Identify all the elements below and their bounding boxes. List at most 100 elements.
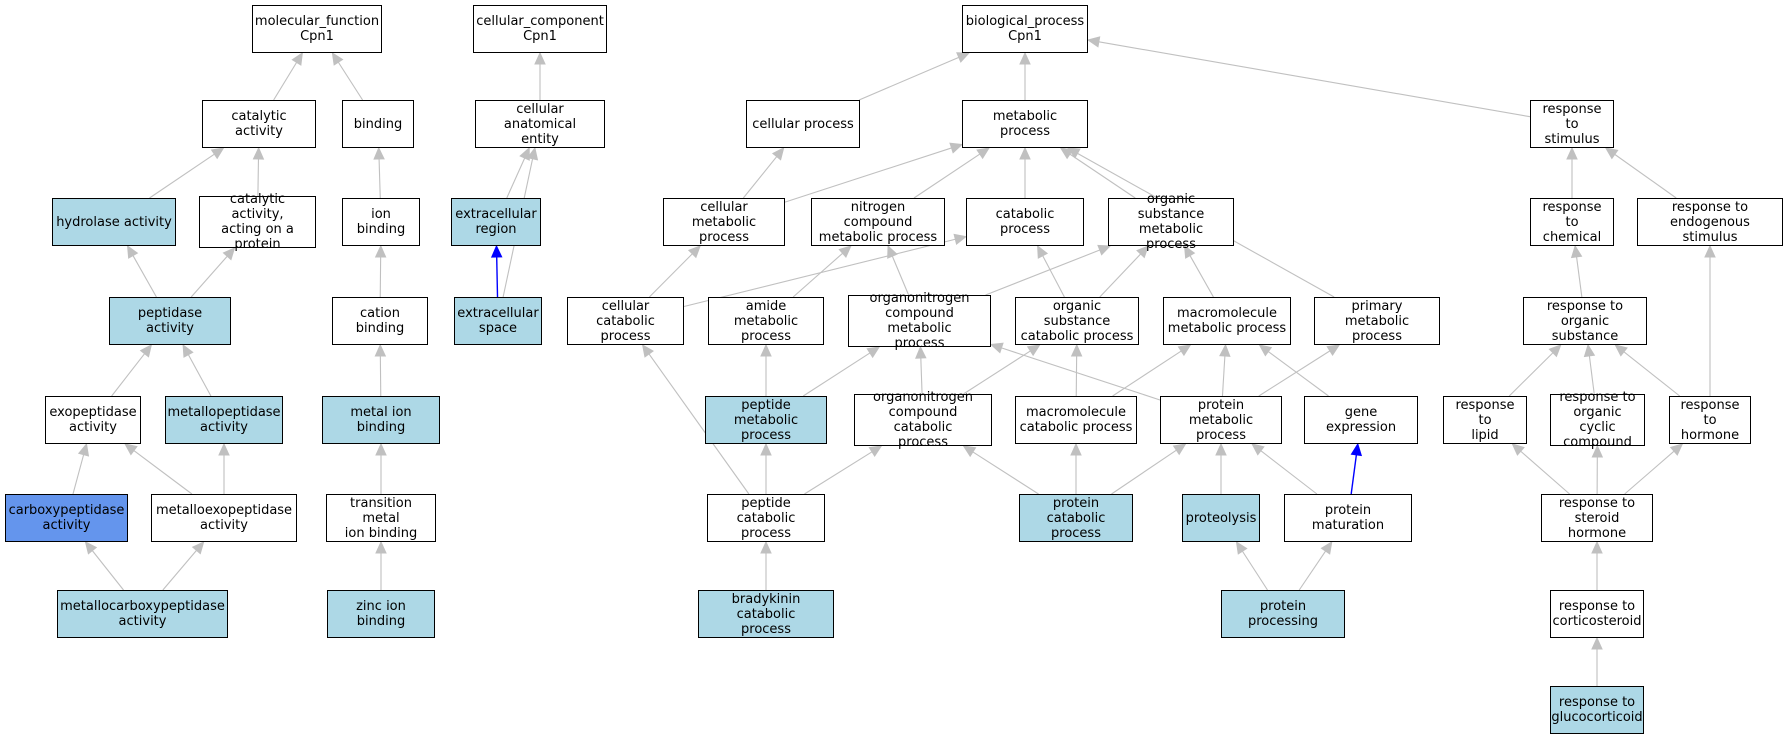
node-biological-process-root: biological_process Cpn1 — [962, 5, 1088, 53]
arrowhead-cell_catab-to-cell_metab — [687, 245, 701, 259]
arrowhead-resp_steroid-to-resp_org_cyclic — [1591, 444, 1604, 458]
node-proteolysis: proteolysis — [1182, 494, 1260, 542]
edge-peptide_catab-to-cell_catab — [648, 353, 750, 495]
arrowhead-resp_cortico-to-resp_steroid — [1591, 540, 1603, 554]
edge-peptidase-to-hydrolase — [132, 255, 157, 298]
edge-org_sub_metab-to-metab_proc — [1069, 153, 1136, 199]
node-extracellular-space: extracellular space — [454, 297, 542, 345]
arrowhead-extra_space-to-cell_anat — [526, 146, 539, 161]
arrowhead-protein_catab-to-macro_catab — [1070, 442, 1082, 456]
node-bradykinin-catabolic-process: bradykinin catabolic process — [698, 590, 834, 638]
arrowhead-transition_metal-to-metal_ion — [375, 442, 387, 456]
node-response-to-stimulus: response to stimulus — [1530, 100, 1614, 148]
arrowhead-org_sub_catab-to-catab_proc — [1037, 244, 1049, 259]
arrowhead-resp_stim-to-bp_root — [1086, 36, 1101, 48]
edge-resp_endo-to-resp_stim — [1614, 153, 1677, 199]
arrowhead-resp_lipid-to-resp_org_sub — [1548, 344, 1562, 358]
node-molecular-function-root: molecular_function Cpn1 — [252, 5, 382, 53]
edge-macro_metab-to-org_sub_metab — [1189, 255, 1214, 298]
arrowhead-protein_catab-to-organonitro_catab — [962, 445, 977, 458]
node-cation-binding: cation binding — [332, 297, 428, 345]
node-peptidase-activity: peptidase activity — [109, 297, 231, 345]
edge-organonitro_metab-to-org_sub_metab — [985, 249, 1100, 296]
edge-cat_prot-to-cat_act — [257, 158, 260, 197]
arrowhead-resp_endo-to-resp_stim — [1604, 147, 1619, 160]
node-response-to-glucocorticoid: response to glucocorticoid — [1550, 686, 1644, 734]
node-protein-catabolic-process: protein catabolic process — [1019, 494, 1133, 542]
node-metal-ion-binding: metal ion binding — [322, 396, 440, 444]
edge-resp_lipid-to-resp_org_sub — [1508, 352, 1554, 397]
arrowhead-organonitro_metab-to-org_sub_metab — [1097, 244, 1112, 256]
node-hydrolase-activity: hydrolase activity — [52, 198, 176, 246]
node-exopeptidase-activity: exopeptidase activity — [45, 396, 141, 444]
arrowhead-hydrolase-to-cat_act — [210, 147, 225, 160]
arrowhead-cation_binding-to-ion_binding — [374, 244, 387, 258]
arrowhead-metal_ion-to-cation_binding — [374, 343, 387, 357]
arrowhead-metallopeptidase-to-peptidase — [182, 343, 194, 358]
edge-org_sub_catab-to-catab_proc — [1042, 255, 1065, 298]
arrowhead-protein_proc-to-proteolysis — [1235, 540, 1248, 555]
arrowhead-peptide_metab-to-amide_metab — [760, 343, 772, 357]
arrowhead-protein_metab-to-organonitro_metab — [989, 342, 1004, 354]
edge-peptide_metab-to-organonitro_metab — [802, 352, 871, 397]
arrowhead-zinc-to-transition_metal — [375, 540, 387, 554]
node-organic-substance-catabolic-process: organic substance catabolic process — [1015, 297, 1139, 345]
node-peptide-metabolic-process: peptide metabolic process — [705, 396, 827, 444]
arrowhead-resp_hormone-to-resp_org_sub — [1614, 344, 1628, 357]
node-response-to-endogenous-stimulus: response to endogenous stimulus — [1637, 198, 1783, 246]
edge-gene_expr-to-macro_metab — [1268, 351, 1329, 397]
arrowhead-extra_space-to-extra_region — [490, 244, 503, 258]
edge-nitro_metab-to-metab_proc — [913, 153, 981, 199]
edge-ion_binding-to-binding — [378, 158, 381, 199]
node-catabolic-process: catabolic process — [966, 198, 1084, 246]
arrowhead-macro_catab-to-org_sub_catab — [1070, 343, 1083, 357]
node-protein-processing: protein processing — [1221, 590, 1345, 638]
node-metallopeptidase-activity: metallopeptidase activity — [165, 396, 283, 444]
edge-org_sub_catab-to-org_sub_metab — [1099, 253, 1142, 298]
node-nitrogen-compound-metabolic-process: nitrogen compound metabolic process — [811, 198, 945, 246]
arrowhead-carboxypeptidase-to-exopeptidase — [77, 442, 90, 457]
edge-hydrolase-to-cat_act — [149, 153, 215, 199]
arrowhead-primary_metab-to-metab_proc — [1066, 147, 1081, 159]
node-response-to-chemical: response to chemical — [1530, 198, 1614, 246]
node-peptide-catabolic-process: peptide catabolic process — [707, 494, 825, 542]
arrowhead-organonitro_catab-to-org_sub_catab — [1026, 344, 1041, 357]
arrowhead-protein_proc-to-protein_mat — [1320, 540, 1333, 555]
edge-organonitro_catab-to-org_sub_catab — [963, 350, 1031, 395]
edge-extra_region-to-cell_anat — [506, 157, 526, 199]
arrowhead-resp_org_cyclic-to-resp_org_sub — [1583, 343, 1596, 358]
edge-amide_metab-to-nitro_metab — [792, 252, 843, 298]
node-cellular-metabolic-process: cellular metabolic process — [663, 198, 785, 246]
edge-resp_org_cyclic-to-resp_org_sub — [1588, 355, 1595, 395]
edge-binding-to-mf_root — [337, 61, 364, 101]
node-response-to-lipid: response to lipid — [1443, 396, 1527, 444]
arrowhead-amide_metab-to-nitro_metab — [838, 245, 852, 258]
node-zinc-ion-binding: zinc ion binding — [327, 590, 435, 638]
edge-protein_mat-to-protein_metab — [1260, 450, 1318, 495]
edge-exopeptidase-to-peptidase — [111, 353, 146, 397]
node-response-to-hormone: response to hormone — [1669, 396, 1751, 444]
arrowhead-protein_mat-to-gene_expr — [1350, 442, 1363, 457]
edge-resp_hormone-to-resp_org_sub — [1623, 351, 1681, 397]
arrowhead-exopeptidase-to-peptidase — [139, 344, 153, 358]
arrowhead-metab_proc-to-bp_root — [1019, 51, 1031, 65]
arrowhead-protein_metab-to-primary_metab — [1326, 344, 1341, 357]
node-metallocarboxypeptidase-activity: metallocarboxypeptidase activity — [57, 590, 228, 638]
arrowhead-organonitro_metab-to-nitro_metab — [887, 244, 898, 259]
edge-protein_catab-to-protein_metab — [1111, 449, 1177, 495]
arrowhead-nitro_metab-to-metab_proc — [976, 147, 991, 160]
node-metabolic-process: metabolic process — [962, 100, 1088, 148]
edge-extra_space-to-extra_region — [496, 256, 499, 298]
edge-metallocarboxy-to-carboxypeptidase — [91, 550, 124, 591]
arrowhead-resp_org_sub-to-resp_chem — [1570, 244, 1583, 259]
edge-resp_steroid-to-resp_hormone — [1624, 450, 1675, 495]
node-protein-maturation: protein maturation — [1284, 494, 1412, 542]
arrowhead-resp_steroid-to-resp_lipid — [1511, 443, 1525, 456]
edge-protein_metab-to-organonitro_metab — [1001, 347, 1161, 401]
arrowhead-cell_metab-to-metab_proc — [949, 142, 964, 154]
arrowhead-peptidase-to-hydrolase — [126, 244, 139, 259]
edge-peptide_catab-to-organonitro_catab — [804, 451, 873, 495]
edge-protein_catab-to-organonitro_catab — [972, 451, 1039, 495]
edge-metalloexo-to-exopeptidase — [133, 450, 193, 495]
node-primary-metabolic-process: primary metabolic process — [1314, 297, 1440, 345]
